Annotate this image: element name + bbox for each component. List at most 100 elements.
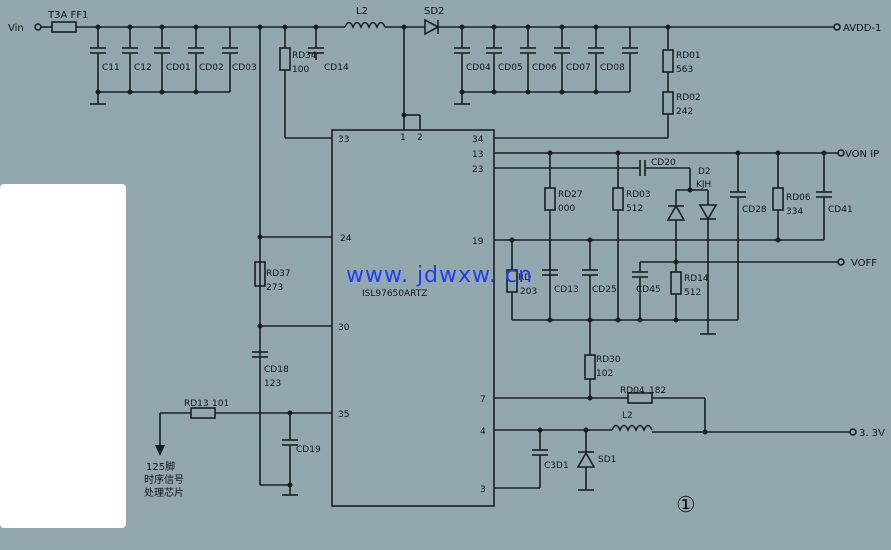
resistor-rd30 — [584, 354, 596, 380]
label-cd25: CD25 — [592, 285, 617, 295]
ic-isl97650 — [331, 129, 495, 507]
label-rd34-value: 100 — [292, 65, 309, 75]
resistor-rd06 — [772, 187, 784, 211]
fuse-ff1 — [51, 21, 77, 33]
pin-33: 33 — [338, 135, 349, 145]
resistor-rd13 — [190, 407, 216, 419]
net-label-v33: 3. 3V — [859, 428, 885, 439]
label-l2-bottom: L2 — [622, 411, 633, 421]
label-rd37: RD37 — [266, 269, 291, 279]
label-cd41: CD41 — [828, 205, 853, 215]
resistor-rd03 — [612, 187, 624, 211]
label-cd03: CD03 — [232, 63, 257, 73]
label-rd27-value: 000 — [558, 204, 575, 214]
label-cd02: CD02 — [199, 63, 224, 73]
pin-19: 19 — [472, 237, 484, 247]
label-cd20: CD20 — [651, 158, 676, 168]
arrow-to-pin125 — [155, 445, 165, 456]
pin-30: 30 — [338, 323, 350, 333]
figure-number: ① — [676, 493, 696, 518]
pin-34: 34 — [472, 135, 484, 145]
pin-4: 4 — [480, 427, 486, 437]
pin-3: 3 — [480, 485, 486, 495]
label-rd03-value: 512 — [626, 204, 643, 214]
resistor-rd37 — [254, 261, 266, 287]
label-d2: D2 — [698, 167, 711, 177]
net-label-von: VON IP — [845, 149, 879, 160]
inductor-l2-top — [344, 21, 386, 29]
label-cd19: CD19 — [296, 445, 321, 455]
label-rd-mid-value: 203 — [520, 287, 537, 297]
resistor-rd01 — [662, 49, 674, 73]
label-cd13: CD13 — [554, 285, 579, 295]
label-rd01: RD01 — [676, 51, 701, 61]
vin-terminal — [34, 23, 42, 31]
label-rd37-value: 273 — [266, 283, 283, 293]
net-label-voff: VOFF — [851, 258, 877, 269]
pin-1: 1 — [400, 133, 406, 143]
label-rd13: RD13 — [184, 399, 209, 409]
label-cd14: CD14 — [324, 63, 349, 73]
label-cd18-value: 123 — [264, 379, 281, 389]
label-c3d1: C3D1 — [544, 461, 569, 471]
avdd-terminal — [833, 23, 841, 31]
label-rd-mid: RD — [518, 273, 531, 283]
label-rd04: RD04 — [620, 386, 645, 396]
resistor-rd02 — [662, 91, 674, 115]
label-rd30: RD30 — [596, 355, 621, 365]
label-cd06: CD06 — [532, 63, 557, 73]
label-rd06-value: 334 — [786, 207, 803, 217]
label-cd18: CD18 — [264, 365, 289, 375]
note-pin125-line3: 处理芯片 — [144, 486, 184, 499]
white-panel — [0, 184, 126, 528]
diode-d2b — [698, 204, 718, 221]
label-rd14: RD14 — [684, 274, 709, 284]
label-cd07: CD07 — [566, 63, 591, 73]
ic-part-number: ISL97650ARTZ — [362, 289, 427, 299]
output-capacitor-bank — [454, 24, 638, 105]
net-label-vin: Vin — [8, 23, 24, 34]
label-cd05: CD05 — [498, 63, 523, 73]
pin-13: 13 — [472, 150, 483, 160]
diode-sd2 — [424, 18, 440, 36]
label-rd13-value: 101 — [212, 399, 229, 409]
pin-35: 35 — [338, 410, 349, 420]
label-l2-top: L2 — [356, 6, 368, 17]
note-pin125-line2: 时序信号 — [144, 473, 184, 486]
label-sd1: SD1 — [598, 455, 616, 465]
diode-sd1 — [576, 451, 596, 468]
v33-terminal — [849, 428, 857, 436]
label-rd03: RD03 — [626, 190, 651, 200]
resistor-rd27 — [544, 187, 556, 211]
input-capacitor-bank — [90, 24, 238, 105]
voff-terminal — [837, 258, 845, 266]
label-rd04-value: 182 — [649, 386, 666, 396]
label-rd02-value: 242 — [676, 107, 693, 117]
label-cd04: CD04 — [466, 63, 491, 73]
von-terminal — [837, 149, 845, 157]
pin-2: 2 — [417, 133, 423, 143]
pin-24: 24 — [340, 234, 352, 244]
label-rd30-value: 102 — [596, 369, 613, 379]
label-rd34: RD34 — [292, 51, 317, 61]
resistor-rd34 — [279, 47, 291, 71]
label-sd2: SD2 — [424, 6, 444, 17]
note-pin125-line1: 125脚 — [146, 460, 175, 473]
net-label-avdd: AVDD-1 — [843, 23, 881, 34]
label-c12: C12 — [134, 63, 152, 73]
label-rd06: RD06 — [786, 193, 811, 203]
label-rd02: RD02 — [676, 93, 701, 103]
label-rd14-value: 512 — [684, 288, 701, 298]
label-rd01-value: 563 — [676, 65, 693, 75]
label-fuse: T3A FF1 — [47, 10, 88, 21]
watermark-text: www. jdwxw. cn — [346, 263, 533, 288]
label-cd45: CD45 — [636, 285, 661, 295]
pin-23: 23 — [472, 165, 483, 175]
pin-7: 7 — [480, 395, 486, 405]
label-c11: C11 — [102, 63, 120, 73]
label-kjh: KJH — [696, 180, 711, 190]
label-cd28: CD28 — [742, 205, 767, 215]
diode-d2a — [666, 204, 686, 221]
